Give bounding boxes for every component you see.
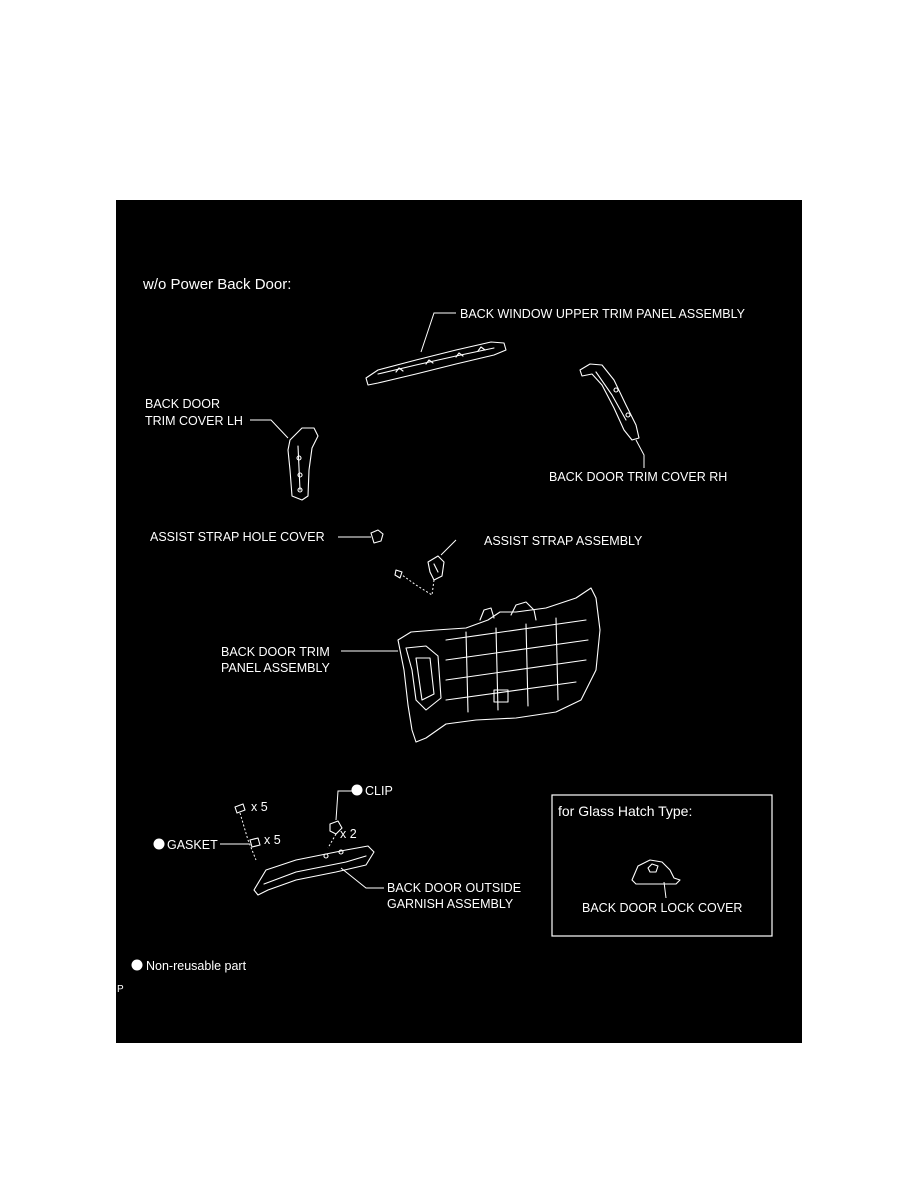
back-window-upper-trim-panel bbox=[365, 341, 507, 386]
parts-diagram: w/o Power Back Door: BACK WINDOW UPPER T… bbox=[116, 200, 802, 1043]
diagram-code: P bbox=[117, 984, 124, 995]
assist-strap-screw bbox=[394, 569, 403, 579]
trim-panel-label-line1: BACK DOOR TRIM bbox=[221, 645, 330, 659]
inset-title: for Glass Hatch Type: bbox=[558, 803, 692, 819]
garnish-label-line2: GARNISH ASSEMBLY bbox=[387, 897, 514, 911]
assist-strap-hole-cover bbox=[370, 529, 384, 544]
lock-cover-label: BACK DOOR LOCK COVER bbox=[582, 901, 742, 915]
gasket-label: GASKET bbox=[167, 838, 218, 852]
hole-cover-label: ASSIST STRAP HOLE COVER bbox=[150, 530, 325, 544]
clip-small-top bbox=[234, 803, 246, 814]
garnish-label-line1: BACK DOOR OUTSIDE bbox=[387, 881, 521, 895]
non-reusable-mark-gasket bbox=[153, 838, 165, 850]
trim-cover-lh-leader bbox=[250, 419, 289, 439]
lock-cover-leader bbox=[663, 881, 667, 899]
gasket bbox=[249, 837, 261, 848]
clip-label: CLIP bbox=[365, 784, 393, 798]
qty-x5-top: x 5 bbox=[251, 800, 268, 814]
glass-hatch-inset: for Glass Hatch Type: BACK DOOR LOCK COV… bbox=[551, 794, 773, 937]
legend-dot bbox=[131, 959, 143, 971]
back-door-trim-cover-lh bbox=[287, 427, 319, 501]
back-door-outside-garnish bbox=[253, 845, 375, 896]
trim-cover-lh-label-line1: BACK DOOR bbox=[145, 397, 220, 411]
legend-text: Non-reusable part bbox=[146, 959, 247, 973]
clip-dash bbox=[327, 833, 337, 849]
trim-cover-rh-leader bbox=[635, 439, 645, 468]
non-reusable-mark-clip bbox=[351, 784, 363, 796]
trim-cover-lh-label-line2: TRIM COVER LH bbox=[145, 414, 243, 428]
qty-x2: x 2 bbox=[340, 827, 357, 841]
back-door-lock-cover bbox=[631, 859, 681, 885]
clip-leader bbox=[335, 790, 352, 821]
upper-trim-label: BACK WINDOW UPPER TRIM PANEL ASSEMBLY bbox=[460, 307, 746, 321]
assist-strap-label: ASSIST STRAP ASSEMBLY bbox=[484, 534, 643, 548]
top-clip-dash bbox=[239, 812, 257, 861]
upper-trim-leader bbox=[420, 312, 456, 353]
assist-strap-leader bbox=[440, 539, 457, 556]
assist-strap-screw-line bbox=[401, 574, 435, 596]
diagram-heading: w/o Power Back Door: bbox=[142, 276, 291, 293]
trim-panel-label-line2: PANEL ASSEMBLY bbox=[221, 661, 331, 675]
garnish-leader bbox=[340, 867, 384, 889]
back-door-trim-panel bbox=[397, 587, 601, 743]
trim-cover-rh-label: BACK DOOR TRIM COVER RH bbox=[549, 470, 727, 484]
assist-strap-assembly bbox=[427, 555, 445, 581]
back-door-trim-cover-rh bbox=[579, 363, 640, 441]
clip bbox=[329, 820, 343, 835]
qty-x5-gasket: x 5 bbox=[264, 833, 281, 847]
